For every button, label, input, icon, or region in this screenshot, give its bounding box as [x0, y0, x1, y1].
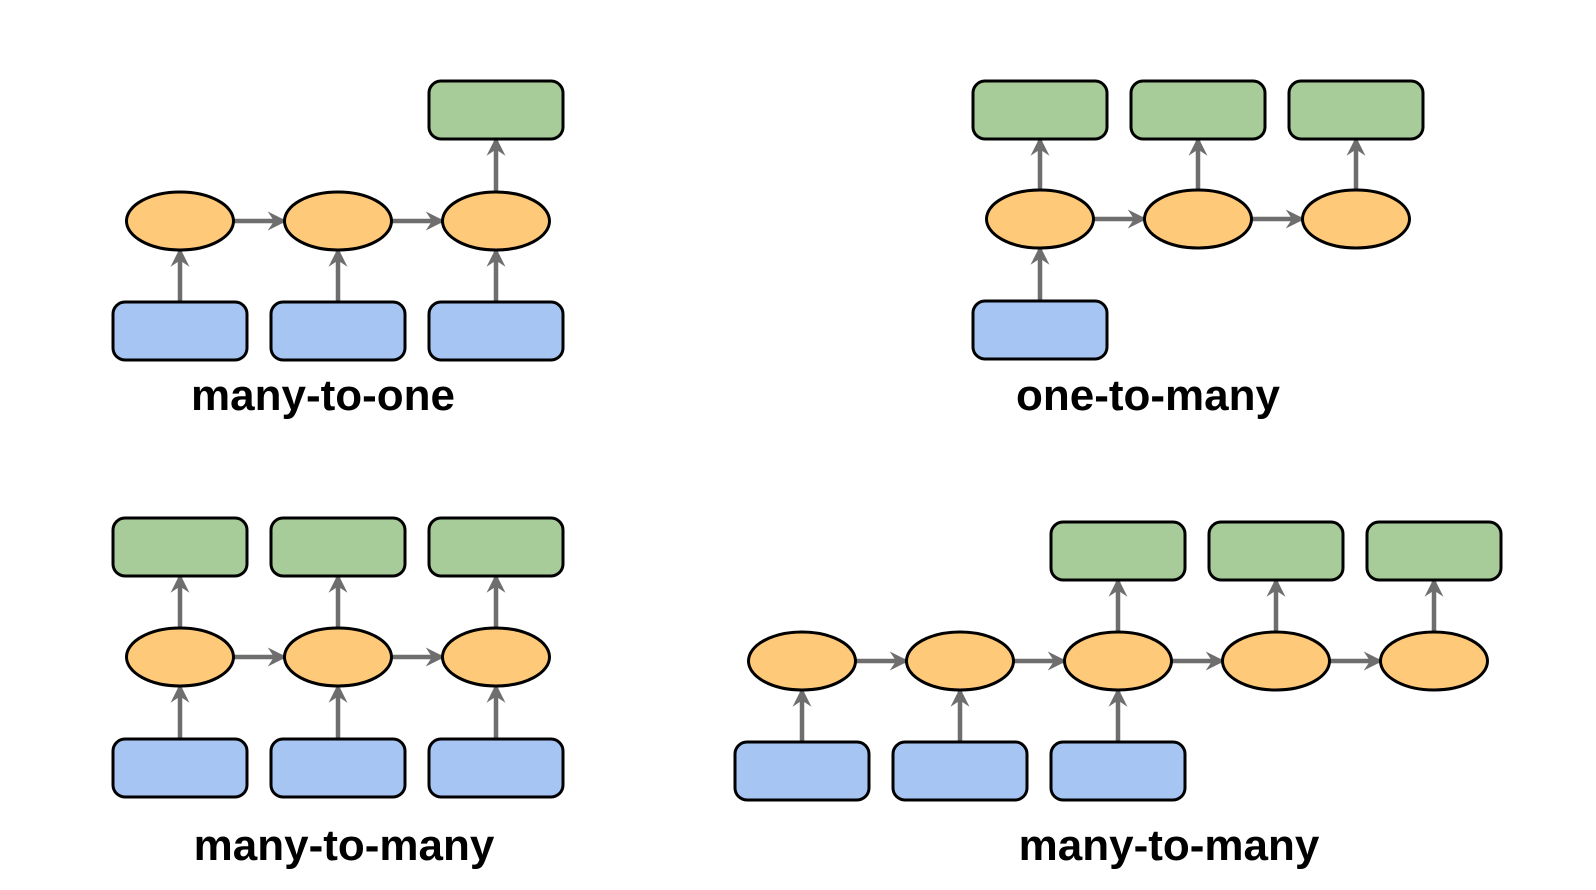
- hidden-state-node: [1379, 630, 1489, 692]
- hidden-state-node: [125, 190, 235, 252]
- output-node: [269, 516, 407, 578]
- input-node: [427, 737, 565, 799]
- hidden-state-node: [1143, 188, 1253, 250]
- panel-many-to-many-synced: many-to-many: [111, 516, 565, 870]
- input-node: [269, 300, 407, 362]
- output-node: [1207, 520, 1345, 582]
- hidden-state-node: [283, 626, 393, 688]
- panel-caption: many-to-many: [194, 821, 495, 870]
- hidden-state-node: [125, 626, 235, 688]
- panel-many-to-many-delayed: many-to-many: [733, 520, 1503, 870]
- input-node: [971, 299, 1109, 361]
- panel-many-to-one: many-to-one: [111, 79, 565, 420]
- output-node: [1287, 79, 1425, 141]
- hidden-state-node: [441, 190, 551, 252]
- hidden-state-node: [985, 188, 1095, 250]
- input-node: [891, 740, 1029, 802]
- panel-one-to-many: one-to-many: [971, 79, 1425, 420]
- output-node: [1129, 79, 1267, 141]
- input-node: [1049, 740, 1187, 802]
- output-node: [111, 516, 249, 578]
- panel-caption: many-to-one: [191, 371, 455, 420]
- panel-caption: many-to-many: [1019, 821, 1320, 870]
- output-node: [1049, 520, 1187, 582]
- output-node: [1365, 520, 1503, 582]
- input-node: [111, 737, 249, 799]
- hidden-state-node: [283, 190, 393, 252]
- panel-caption: one-to-many: [1016, 371, 1281, 420]
- input-node: [733, 740, 871, 802]
- hidden-state-node: [747, 630, 857, 692]
- input-node: [427, 300, 565, 362]
- hidden-state-node: [1301, 188, 1411, 250]
- input-node: [111, 300, 249, 362]
- hidden-state-node: [1221, 630, 1331, 692]
- output-node: [971, 79, 1109, 141]
- hidden-state-node: [905, 630, 1015, 692]
- output-node: [427, 516, 565, 578]
- hidden-state-node: [441, 626, 551, 688]
- input-node: [269, 737, 407, 799]
- hidden-state-node: [1063, 630, 1173, 692]
- output-node: [427, 79, 565, 141]
